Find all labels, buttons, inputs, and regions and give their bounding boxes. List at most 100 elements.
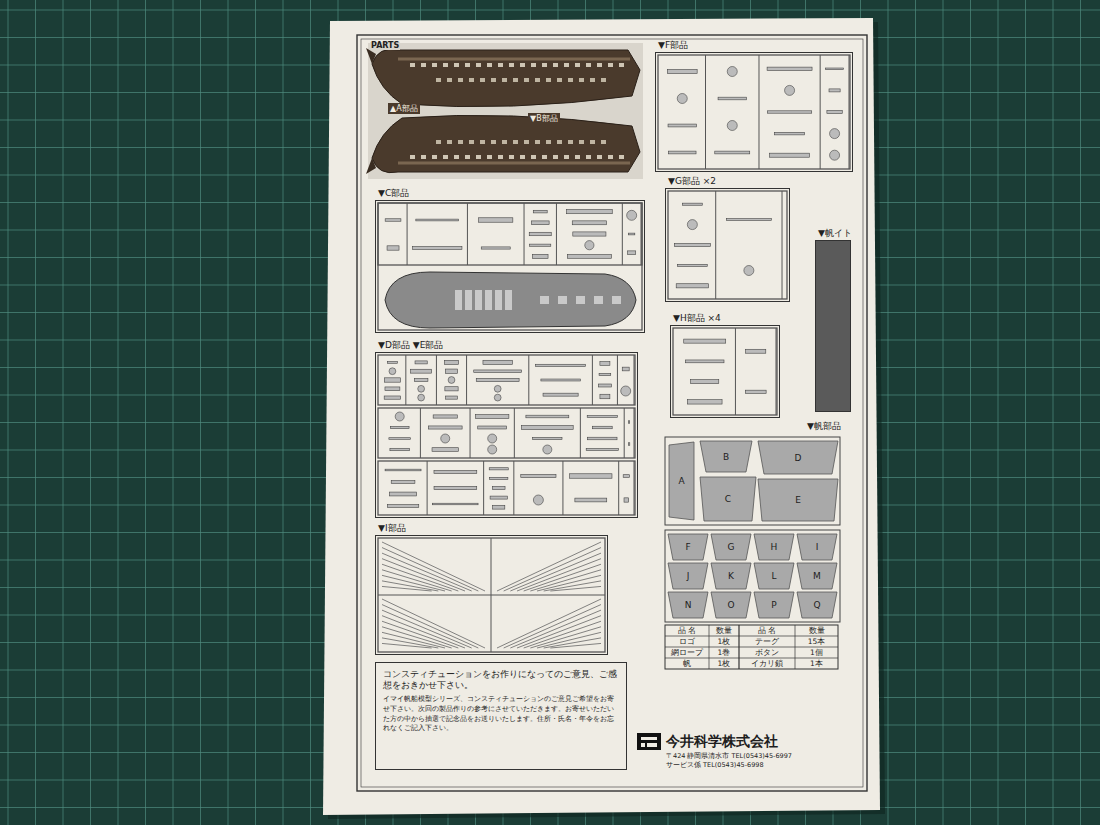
- sprue-runner: [470, 408, 471, 458]
- sprue-runner: [624, 408, 625, 458]
- sprue-runner: [634, 408, 635, 458]
- table-cell: 15本: [808, 638, 826, 646]
- hull-wale: [398, 58, 630, 61]
- ratline-part: [524, 564, 601, 591]
- sail-letter: E: [795, 496, 801, 505]
- sprue-part: [446, 396, 458, 399]
- sprue-runner: [782, 191, 783, 299]
- mat-grid-line: [1053, 0, 1054, 825]
- sprue-part: [587, 416, 617, 418]
- gun-port: [447, 140, 452, 144]
- sprue-runner: [405, 355, 406, 405]
- sail-part: [711, 563, 751, 589]
- sprue-part: [414, 379, 428, 382]
- gun-port: [597, 63, 602, 67]
- part-heading: ▼帆部品: [805, 421, 843, 432]
- sprue-part: [536, 364, 586, 366]
- sprue-part: [521, 426, 573, 430]
- ratline-part: [550, 643, 601, 648]
- part-heading: ▼H部品 ×4: [671, 313, 723, 324]
- gun-port: [601, 140, 606, 144]
- sprue-part: [744, 266, 754, 276]
- gun-port: [542, 155, 547, 159]
- ratline-part: [530, 570, 601, 591]
- sprue-part: [785, 85, 795, 95]
- table-cell: 数量: [809, 627, 825, 635]
- sail-letter: C: [725, 495, 731, 504]
- sprue-frame: [378, 203, 642, 265]
- ratline-part: [550, 586, 601, 591]
- table-rule: [665, 658, 838, 659]
- sail-letter: M: [813, 572, 821, 581]
- part-heading: ▲A部品: [388, 103, 420, 114]
- hatch: [594, 296, 603, 304]
- gun-port: [436, 78, 441, 82]
- gun-port: [524, 78, 529, 82]
- ratline-part: [382, 643, 432, 648]
- sprue-frame: [378, 538, 605, 652]
- sprue-part: [575, 498, 607, 502]
- gun-port: [487, 63, 492, 67]
- sail-letter: A: [678, 477, 684, 486]
- sprue-part: [830, 150, 840, 160]
- gun-port: [432, 155, 437, 159]
- sprue-part: [598, 384, 611, 387]
- sprue-runner: [467, 203, 468, 265]
- sail-part: [758, 479, 838, 521]
- sprue-part: [628, 251, 636, 255]
- gun-port: [410, 155, 415, 159]
- sprue-runner: [524, 203, 525, 265]
- mat-grid-line: [145, 0, 146, 825]
- mat-grid-line: [200, 0, 201, 825]
- sprue-part: [418, 385, 425, 392]
- sprue-part: [533, 210, 547, 213]
- ratline-part: [382, 621, 458, 648]
- sail-letter: L: [771, 572, 776, 581]
- gun-port: [575, 155, 580, 159]
- gun-port: [590, 140, 595, 144]
- table-cell: ボタン: [755, 649, 779, 657]
- ratline-part: [517, 616, 601, 648]
- sprue-drawing: [378, 408, 635, 458]
- sail-part: [758, 441, 838, 474]
- sprue-drawing: [668, 191, 787, 299]
- sprue-part: [530, 244, 551, 246]
- gun-port: [520, 155, 525, 159]
- company-service: サービス係 TEL(0543)45-6998: [666, 762, 764, 769]
- sprue-runner: [427, 461, 428, 515]
- sprue-part: [727, 67, 737, 77]
- table-cell: 数量: [716, 627, 732, 635]
- parts-panel: ▼F部品: [655, 52, 853, 172]
- hatch: [505, 290, 512, 310]
- gun-port: [586, 155, 591, 159]
- sprue-part: [570, 474, 612, 478]
- sail-letter: J: [687, 572, 690, 581]
- sprue-part: [434, 486, 477, 489]
- hatch: [455, 290, 462, 310]
- sail-part: [754, 563, 794, 589]
- sprue-part: [434, 471, 477, 474]
- part-heading: ▼D部品 ▼E部品: [376, 340, 445, 351]
- sprue-part: [687, 400, 722, 404]
- gun-port: [491, 140, 496, 144]
- mat-grid-line: [35, 0, 36, 825]
- sprue-runner: [562, 461, 563, 515]
- sprue-part: [600, 362, 610, 366]
- sprue-part: [585, 241, 594, 250]
- sail-letter: H: [771, 543, 778, 552]
- sprue-part: [494, 385, 501, 392]
- sprue-part: [385, 219, 401, 221]
- sprue-part: [770, 153, 810, 157]
- sprue-part: [479, 218, 513, 222]
- sprue-part: [624, 498, 629, 502]
- table-rule: [665, 647, 838, 648]
- gun-port: [608, 63, 613, 67]
- mat-grid-line: [998, 0, 999, 825]
- sprue-runner: [618, 461, 619, 515]
- sprue-part: [531, 221, 549, 225]
- sprue-runner: [436, 355, 437, 405]
- paper-sheet: [323, 18, 880, 815]
- sprue-part: [490, 477, 508, 479]
- gun-port: [546, 78, 551, 82]
- gun-port: [513, 78, 518, 82]
